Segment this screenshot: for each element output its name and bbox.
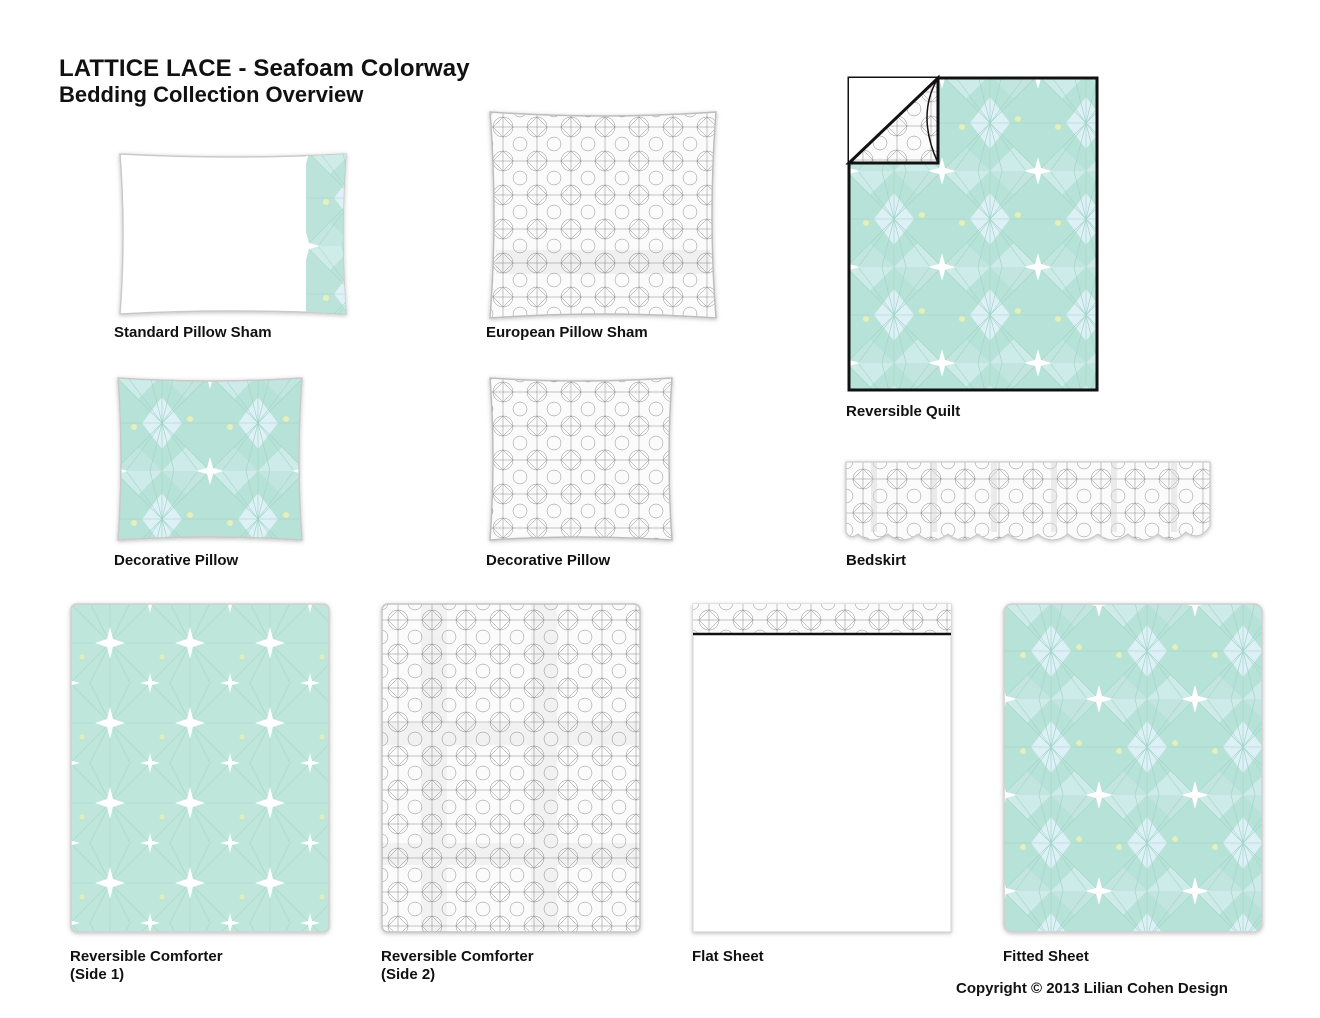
fitted-sheet-label: Fitted Sheet bbox=[1003, 948, 1089, 965]
flat-sheet-label: Flat Sheet bbox=[692, 948, 764, 965]
european-pillow-sham-image bbox=[486, 110, 720, 320]
decorative-pillow-lace-image bbox=[486, 375, 676, 543]
collection-subtitle: Bedding Collection Overview bbox=[59, 82, 364, 107]
decorative-pillow-seafoam-image bbox=[114, 375, 306, 543]
reversible-quilt-label: Reversible Quilt bbox=[846, 403, 961, 420]
european-pillow-sham-label: European Pillow Sham bbox=[486, 324, 648, 341]
flat-sheet-image bbox=[692, 603, 952, 933]
comforter-side2-label-line1: Reversible Comforter bbox=[381, 948, 534, 965]
decorative-pillow-lace-label: Decorative Pillow bbox=[486, 552, 611, 569]
standard-pillow-sham-label: Standard Pillow Sham bbox=[114, 324, 272, 341]
reversible-quilt-image bbox=[845, 74, 1102, 393]
bedskirt-label: Bedskirt bbox=[846, 552, 907, 569]
comforter-side1-label-line1: Reversible Comforter bbox=[70, 948, 223, 965]
comforter-side2-label-line2: (Side 2) bbox=[381, 966, 436, 983]
comforter-side2-image bbox=[381, 603, 641, 933]
collection-title: LATTICE LACE - Seafoam Colorway bbox=[59, 55, 470, 82]
standard-pillow-sham-image bbox=[114, 150, 350, 318]
decorative-pillow-seafoam-label: Decorative Pillow bbox=[114, 552, 239, 569]
fitted-sheet-image bbox=[1003, 603, 1263, 933]
copyright-notice: Copyright © 2013 Lilian Cohen Design bbox=[956, 980, 1228, 997]
comforter-side1-label-line2: (Side 1) bbox=[70, 966, 125, 983]
comforter-side1-image bbox=[70, 603, 330, 933]
bedskirt-image bbox=[845, 461, 1211, 550]
